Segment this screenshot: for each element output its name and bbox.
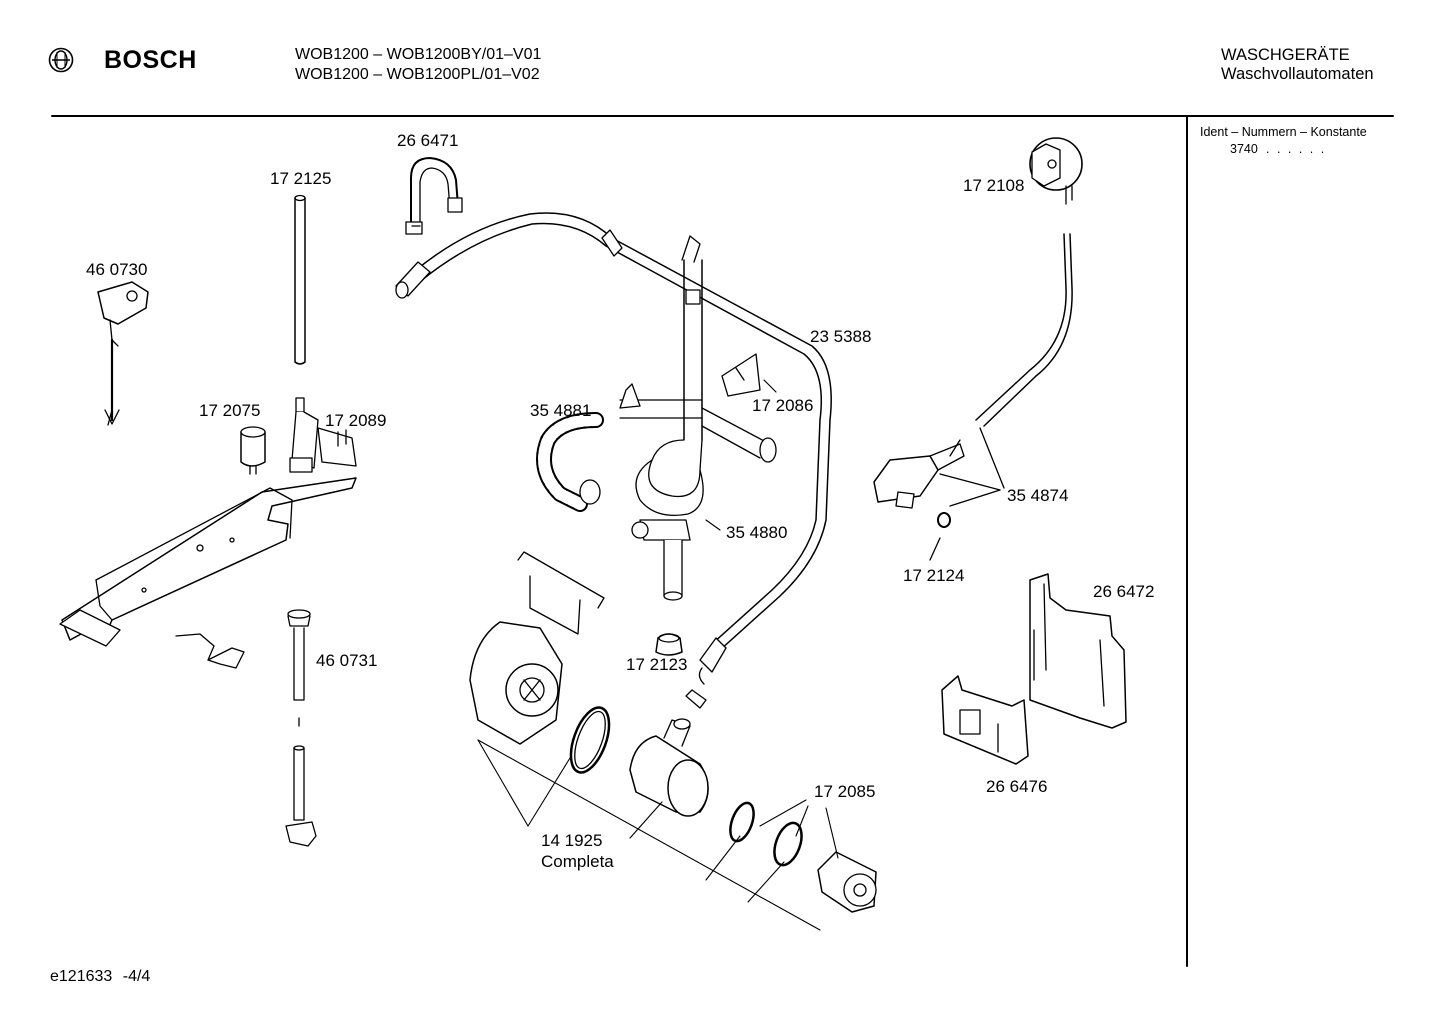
small-bracket-drawing [721,353,761,397]
drain-hose-drawing [395,212,832,685]
document-id: e121633 [50,968,113,985]
hose-clip-drawing [405,157,463,235]
corrugated-hose-drawing [536,383,777,512]
valve-and-mounting-bracket-drawing [59,397,357,669]
brand-name: BOSCH [104,46,197,74]
part-label-354880: 35 4880 [726,523,788,542]
part-label-172075: 17 2075 [199,401,261,420]
part-label-266476: 26 6476 [986,777,1048,796]
siphon-pipe-drawing [631,235,704,601]
appliance-subcategory: Waschvollautomaten [1221,65,1374,83]
part-label-172089: 17 2089 [325,411,387,430]
hose-connector-drawing [285,609,317,847]
part-label-141925-note: Completa [541,852,614,871]
leader-lines [477,379,839,931]
power-plug-drawing [97,281,149,426]
part-label-354874: 35 4874 [1007,486,1069,505]
part-label-141925: 14 1925 [541,831,603,850]
cover-panel-drawing [1029,573,1127,729]
part-label-266471: 26 6471 [397,131,459,150]
ident-dots: . . . . . . [1266,142,1327,156]
part-label-172125: 17 2125 [270,169,332,188]
part-label-235388: 23 5388 [810,327,872,346]
model-line-2: WOB1200 – WOB1200PL/01–V02 [295,66,540,83]
mounting-plate-drawing [941,675,1029,765]
appliance-category: WASCHGERÄTE [1221,46,1350,64]
part-label-266472: 26 6472 [1093,582,1155,601]
pressure-switch-drawing [1029,137,1083,205]
part-label-354881: 35 4881 [530,401,592,420]
part-label-172108: 17 2108 [963,176,1025,195]
page-indicator: -4/4 [122,968,151,985]
document-footer: e121633 -4/4 [50,968,150,986]
ident-code: 3740 [1230,142,1258,156]
part-label-172086: 17 2086 [752,396,814,415]
part-label-172085: 17 2085 [814,782,876,801]
part-label-172123: 17 2123 [626,655,688,674]
model-line-1: WOB1200 – WOB1200BY/01–V01 [295,46,542,63]
ident-panel-title: Ident – Nummern – Konstante [1200,125,1367,139]
level-hose-and-sensor-drawing [873,233,1073,561]
sealing-cap-drawing [655,633,683,656]
part-label-460731: 46 0731 [316,651,378,670]
capacitor-drawing [240,426,266,475]
drain-pump-drawing [469,551,877,913]
bosch-armature-logo-icon [48,47,74,73]
rod-drawing [294,194,306,365]
part-label-172124: 17 2124 [903,566,965,585]
part-label-460730: 46 0730 [86,260,148,279]
